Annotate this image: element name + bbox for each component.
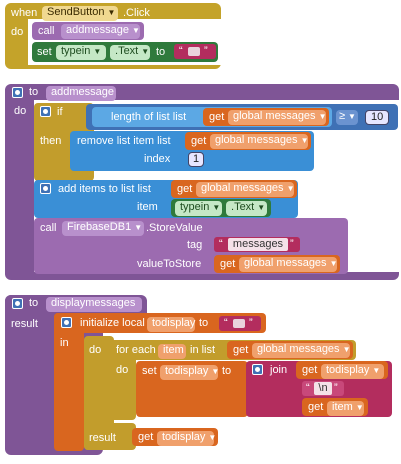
do-label: do (14, 105, 27, 117)
in-list-label: in list (190, 344, 216, 356)
call-label: call (38, 25, 55, 37)
loop-variable-item[interactable]: item (158, 344, 186, 359)
chevron-down-icon: ▼ (355, 403, 364, 412)
chevron-down-icon: ▼ (318, 112, 327, 121)
procedure-name-field[interactable]: displaymessages (46, 297, 142, 312)
length-of-list-label: length of list list (111, 111, 187, 123)
variable-dropdown-global-messages[interactable]: global messages▼ (252, 343, 350, 358)
call-label: call (40, 222, 57, 234)
event-name-label: .Click (123, 7, 150, 19)
in-label: in (60, 337, 69, 349)
index-label: index (144, 153, 171, 165)
get-label: get (209, 111, 225, 123)
get-label: get (308, 401, 324, 413)
do-label: do (89, 344, 102, 356)
variable-dropdown-todisplay[interactable]: todisplay▼ (157, 431, 217, 446)
variable-dropdown-global-messages[interactable]: global messages▼ (196, 182, 294, 197)
variable-dropdown-todisplay[interactable]: todisplay▼ (321, 364, 384, 379)
initialize-local-label: initialize local (80, 317, 145, 329)
string-value-field[interactable] (188, 47, 200, 56)
chevron-down-icon: ▼ (300, 136, 309, 145)
to-label: to (199, 317, 209, 329)
variable-dropdown-item[interactable]: item▼ (327, 401, 364, 416)
string-value-field[interactable] (233, 319, 245, 328)
to-label: to (222, 365, 232, 377)
item-label: item (137, 201, 158, 213)
empty-string-block[interactable]: “ ” (219, 316, 261, 331)
chevron-down-icon: ▼ (212, 203, 221, 212)
string-block-messages[interactable]: “ messages ” (214, 237, 300, 252)
variable-dropdown-global-messages[interactable]: global messages▼ (210, 134, 308, 149)
tag-label: tag (187, 239, 203, 251)
chevron-down-icon: ▼ (372, 366, 381, 375)
variable-dropdown-global-messages[interactable]: global messages▼ (228, 110, 326, 125)
get-label: get (191, 135, 207, 147)
chevron-down-icon: ▼ (329, 259, 338, 268)
string-value-field[interactable]: messages (228, 238, 288, 251)
result-label: result (89, 432, 116, 444)
string-value-field[interactable]: \n (314, 382, 332, 395)
number-field-10[interactable]: 10 (365, 110, 389, 125)
to-label: to (156, 46, 166, 58)
component-dropdown-typein[interactable]: typein▼ (175, 201, 222, 216)
then-label: then (40, 135, 62, 147)
if-label: if (57, 106, 63, 118)
remove-list-item-label: remove list item list (77, 135, 171, 147)
value-to-store-label: valueToStore (137, 258, 202, 270)
mutator-gear-icon[interactable] (40, 183, 51, 194)
chevron-down-icon: ▼ (208, 433, 217, 442)
mutator-gear-icon[interactable] (12, 87, 23, 98)
component-dropdown-firebasedb1[interactable]: FirebaseDB1▼ (62, 221, 144, 236)
chevron-down-icon: ▼ (257, 203, 266, 212)
procedure-name-field[interactable]: addmessage (46, 86, 116, 101)
get-label: get (138, 431, 154, 443)
chevron-down-icon: ▼ (141, 47, 150, 56)
result-label: result (11, 318, 38, 330)
when-label: when (11, 7, 38, 19)
property-dropdown-text[interactable]: .Text▼ (226, 201, 267, 216)
to-label: to (29, 297, 39, 309)
set-label: set (37, 46, 52, 58)
get-label: get (177, 183, 193, 195)
component-dropdown-typein[interactable]: typein▼ (56, 45, 106, 60)
add-items-label: add items to list list (58, 183, 151, 195)
procedure-dropdown-addmessage[interactable]: addmessage▼ (61, 24, 140, 39)
method-label: .StoreValue (146, 222, 203, 234)
chevron-down-icon: ▼ (93, 47, 102, 56)
local-name-field[interactable]: todisplay (147, 317, 195, 332)
get-label: get (233, 344, 249, 356)
chevron-down-icon: ▼ (134, 223, 143, 232)
mutator-gear-icon[interactable] (252, 364, 263, 375)
string-block-newline[interactable]: “ \n ” (302, 381, 344, 396)
set-label: set (142, 365, 157, 377)
for-each-label: for each (116, 344, 156, 356)
do-label: do (11, 26, 24, 38)
property-dropdown-text[interactable]: .Text▼ (110, 45, 150, 60)
mutator-gear-icon[interactable] (12, 298, 23, 309)
mutator-gear-icon[interactable] (40, 106, 51, 117)
chevron-down-icon: ▼ (286, 184, 295, 193)
do-label: do (116, 364, 129, 376)
mutator-gear-icon[interactable] (61, 317, 72, 328)
number-field-1[interactable]: 1 (188, 152, 204, 167)
empty-string-block[interactable]: “ ” (174, 44, 216, 59)
component-dropdown-sendbutton[interactable]: SendButton▼ (42, 6, 118, 21)
chevron-down-icon: ▼ (132, 26, 140, 35)
chevron-down-icon: ▼ (348, 112, 356, 121)
operator-dropdown-ge[interactable]: ≥▼ (336, 110, 358, 125)
get-label: get (220, 258, 236, 270)
chevron-down-icon: ▼ (107, 8, 116, 17)
get-label: get (302, 364, 318, 376)
chevron-down-icon: ▼ (211, 367, 220, 376)
chevron-down-icon: ▼ (342, 345, 351, 354)
to-label: to (29, 86, 39, 98)
variable-dropdown-todisplay[interactable]: todisplay▼ (160, 365, 220, 380)
variable-dropdown-global-messages[interactable]: global messages▼ (239, 257, 337, 272)
join-label: join (270, 364, 288, 376)
